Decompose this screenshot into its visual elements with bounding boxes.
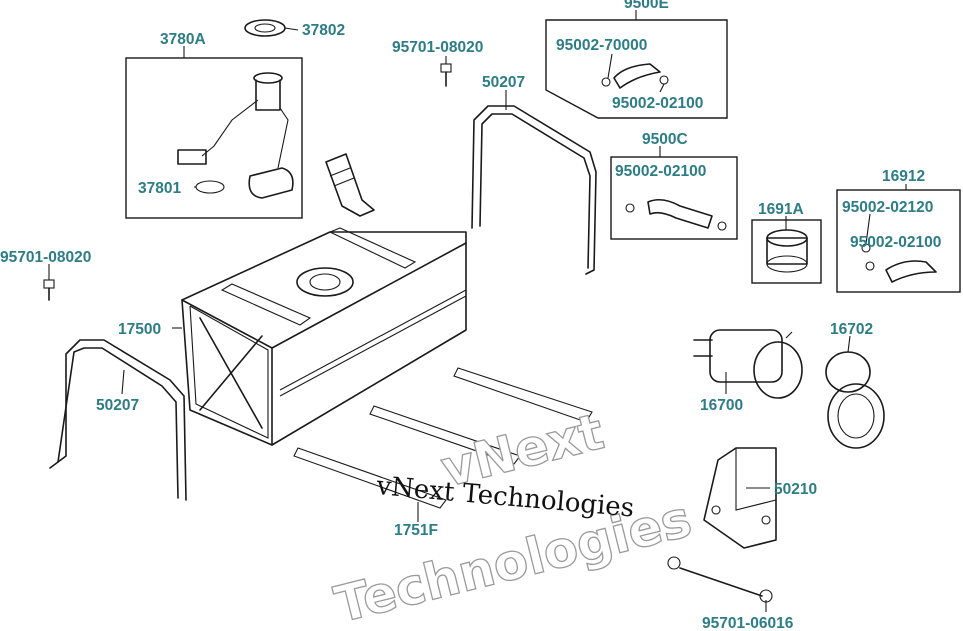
- label-95002-02120: 95002-02120: [842, 199, 933, 216]
- tank-strap-left: [49, 339, 187, 501]
- label-50207-top: 50207: [482, 74, 525, 91]
- label-95002-02100-a: 95002-02100: [612, 95, 703, 112]
- fuel-sender-unit: [177, 72, 294, 199]
- label-95002-02100-c: 95002-02100: [850, 234, 941, 251]
- label-16700: 16700: [700, 397, 743, 414]
- label-17500: 17500: [118, 321, 161, 338]
- leader-lines: [48, 10, 907, 612]
- label-37802: 37802: [302, 22, 345, 39]
- hose-9500c: [625, 198, 727, 231]
- tank-strap-top: [471, 105, 597, 275]
- bolt-bottom-icon: [667, 556, 773, 603]
- label-9500c: 9500C: [642, 131, 688, 148]
- label-95002-02100-b: 95002-02100: [615, 163, 706, 180]
- label-50207-left: 50207: [96, 397, 139, 414]
- part-1691a: [766, 229, 808, 273]
- label-37801: 37801: [138, 180, 181, 197]
- label-9500e: 9500E: [624, 0, 669, 12]
- hose-kit-16912-box: [836, 189, 961, 293]
- label-50210: 50210: [774, 481, 817, 498]
- label-95002-70000: 95002-70000: [556, 37, 647, 54]
- pump-bracket: [703, 447, 777, 549]
- label-16912: 16912: [882, 168, 925, 185]
- label-3780a: 3780A: [160, 31, 206, 48]
- lock-ring-37802: [244, 19, 286, 37]
- label-16702: 16702: [830, 321, 873, 338]
- fuel-sender-group-box: [125, 57, 303, 219]
- label-95701-08020-left: 95701-08020: [0, 249, 91, 266]
- strap-bands: [293, 367, 593, 509]
- fuel-pump: [693, 329, 803, 399]
- label-95701-08020-top: 95701-08020: [392, 39, 483, 56]
- sender-gasket: [195, 180, 225, 194]
- pump-clamp: [825, 351, 885, 449]
- bolt-left-icon: [43, 279, 55, 301]
- watermark: vNext Technologies vNext Technologies: [329, 402, 698, 631]
- label-1751f: 1751F: [394, 522, 438, 539]
- label-1691a: 1691A: [758, 201, 804, 218]
- hose-kit-9500e-box: [545, 19, 728, 119]
- hose-kit-9500c-box: [610, 156, 738, 240]
- fuel-tank: [181, 153, 467, 446]
- label-95701-06016: 95701-06016: [702, 615, 794, 631]
- callout-labels: 9500E 37802 3780A 95701-08020 50207 9500…: [0, 0, 941, 631]
- bolt-top-icon: [440, 63, 452, 87]
- hose-9500e: [601, 63, 669, 89]
